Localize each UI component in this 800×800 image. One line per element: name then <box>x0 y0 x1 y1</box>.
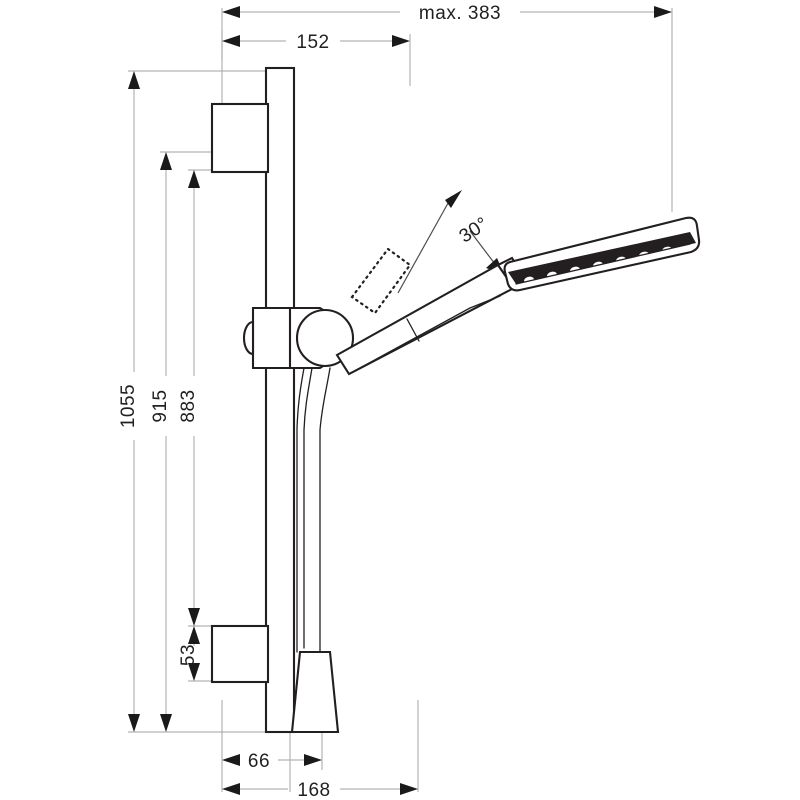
dimension-label-lower-bracket-height: 53 <box>178 644 199 666</box>
dimension-base-projection: 66 <box>222 751 322 772</box>
dimension-label-tilt-angle: 30° <box>456 213 493 247</box>
swivel-range-indicator <box>350 247 412 315</box>
dimension-bracket-projection: 152 <box>222 32 410 53</box>
dimension-label-bracket-projection: 152 <box>296 32 329 53</box>
dimension-label-upper-bracket-height: 915 <box>150 389 171 422</box>
lower-wall-bracket <box>210 624 270 684</box>
dimension-overall-depth: 168 <box>222 780 418 800</box>
dimension-rail-overall-height: 1055 <box>118 71 140 732</box>
dimension-lower-bracket-height: 53 <box>178 626 200 681</box>
dimension-label-max-reach: max. 383 <box>419 3 501 24</box>
dimension-label-overall-depth: 168 <box>297 780 330 800</box>
dimension-upper-bracket-height: 915 <box>150 152 172 732</box>
dimension-label-base-projection: 66 <box>248 751 270 772</box>
shower-rail <box>264 66 296 734</box>
slider-holder <box>242 306 355 370</box>
extension-lines <box>128 8 673 792</box>
upper-wall-bracket <box>210 102 270 174</box>
hose-connector-cone <box>290 650 340 734</box>
dimension-label-rail-overall-height: 1055 <box>118 384 139 428</box>
slider-release-lever <box>242 320 255 356</box>
dimension-slider-height: 883 <box>178 170 200 626</box>
dimension-max-reach: max. 383 <box>222 3 672 24</box>
shower-hose <box>290 367 340 734</box>
dimension-label-slider-height: 883 <box>178 389 199 422</box>
hand-shower <box>335 216 701 376</box>
